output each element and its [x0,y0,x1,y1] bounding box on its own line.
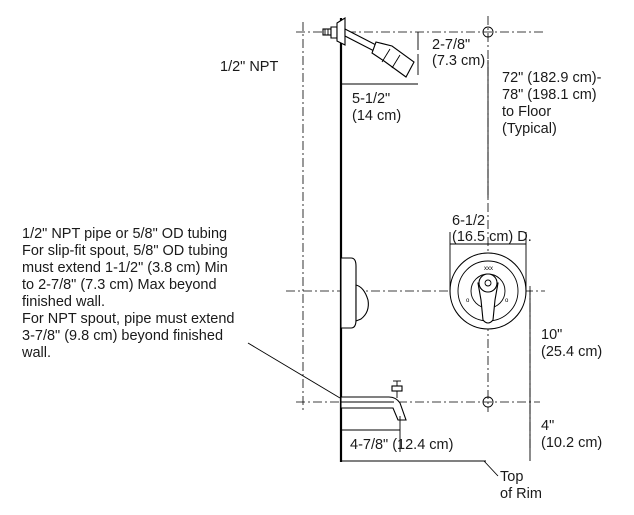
shower-center-mark [482,26,494,38]
spout-note-line: to 2-7/8" (7.3 cm) Max beyond [22,277,217,293]
spout-note-line: must extend 1-1/2" (3.8 cm) Min [22,260,228,276]
svg-text:xxx: xxx [484,266,493,272]
spout-note: 1/2" NPT pipe or 5/8" OD tubing For slip… [22,226,235,362]
spout-note-line: wall. [22,345,52,361]
label-height-line4: (Typical) [502,121,557,137]
label-height-line3: to Floor [502,104,552,120]
label-arm-dim-in: 5-1/2" [352,91,391,107]
spout-note-leader [247,342,341,399]
tub-spout-side [340,380,407,421]
shower-arm-and-head [322,17,415,78]
label-valve-rise-in: 10" [541,327,563,343]
spout-note-line: finished wall. [22,294,106,310]
label-arm-dim-cm: (14 cm) [352,108,402,124]
label-showerhead-dim-cm: (7.3 cm) [432,53,486,69]
label-trim-dia-line1: 6-1/2 [452,213,486,229]
label-showerhead-dim-in: 2-7/8" [432,37,471,53]
label-rim-line2: of Rim [500,486,542,502]
svg-text:o: o [466,298,470,304]
spout-note-line: 3-7/8" (9.8 cm) beyond finished [22,328,224,344]
spout-note-line: For slip-fit spout, 5/8" OD tubing [22,243,228,259]
label-rim-line1: Top [500,469,524,485]
spout-note-line: 1/2" NPT pipe or 5/8" OD tubing [22,226,228,242]
label-spout-length: 4-7/8" (12.4 cm) [350,437,454,453]
label-spout-rise-in: 4" [541,418,555,434]
label-valve-rise-cm: (25.4 cm) [541,344,603,360]
rim-leader [483,460,499,477]
svg-text:o: o [505,298,509,304]
spout-center-mark [482,396,494,408]
valve-trim-front: xxx o o [449,252,527,330]
label-height-line1: 72" (182.9 cm)- [502,70,602,86]
spout-note-line: For NPT spout, pipe must extend [22,311,235,327]
label-spout-rise-cm: (10.2 cm) [541,435,603,451]
label-trim-dia-line2: (16.5 cm) D. [452,229,532,245]
label-height-line2: 78" (198.1 cm) [502,87,597,103]
valve-body-side [340,257,369,329]
label-shower-arm-thread: 1/2" NPT [220,59,279,75]
